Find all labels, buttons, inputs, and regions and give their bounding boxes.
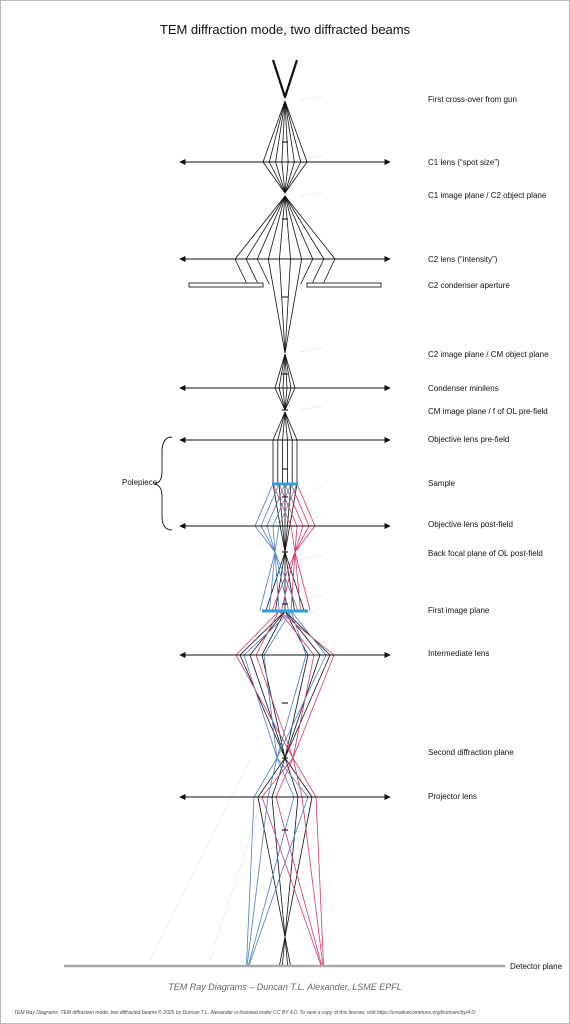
ray-illumination (284, 411, 298, 484)
label-objective-prefield: Objective lens pre-field (428, 435, 510, 444)
aperture-plate-left (188, 282, 264, 288)
ray-diffracted-2 (246, 757, 278, 966)
label-first-crossover: First cross-over from gun (428, 95, 517, 104)
label-intermediate-lens: Intermediate lens (428, 649, 490, 658)
ray-transmitted (261, 610, 286, 759)
ray-blocked-by-aperture (234, 195, 286, 285)
label-condenser-minilens: Condenser minilens (428, 384, 499, 393)
ray-illumination (284, 100, 289, 194)
label-first-image-plane: First image plane (428, 606, 490, 615)
ray-diffracted-1 (281, 483, 310, 612)
polepiece-label: Polepiece (122, 478, 158, 487)
guide-line (299, 347, 323, 353)
ray-illumination (284, 411, 288, 484)
optical-elements (64, 59, 505, 968)
ray-diffracted-1 (235, 610, 294, 759)
ray-diffracted-1 (275, 757, 322, 966)
label-projector-lens: Projector lens (428, 792, 477, 801)
ray-transmitted (284, 610, 331, 759)
polepiece-brace (153, 436, 173, 531)
ray-diffracted-2 (254, 483, 299, 612)
aperture-plate-right (306, 282, 382, 288)
ray-transmitted (239, 610, 286, 759)
gun-crossover-v (271, 59, 299, 99)
ray-diffracted-1 (271, 483, 316, 612)
ray-diffracted-2 (266, 483, 286, 612)
diagram-title: TEM diffraction mode, two diffracted bea… (159, 22, 411, 37)
beam-rays (234, 100, 336, 966)
ray-diffracted-2 (269, 483, 292, 612)
label-sample: Sample (428, 479, 456, 488)
guide-line (299, 405, 323, 411)
guide-line (297, 594, 323, 601)
ray-transmitted (278, 483, 295, 612)
ray-diffracted-2 (260, 483, 289, 612)
guide-line (297, 485, 323, 501)
label-cm-image-plane: CM image plane / f of OL pre-field (428, 407, 548, 416)
ray-diffracted-2 (248, 757, 295, 966)
label-c1-image-plane: C1 image plane / C2 object plane (428, 191, 547, 200)
guide-line (299, 191, 323, 197)
label-c2-aperture: C2 condenser aperture (428, 281, 510, 290)
guide-line (299, 155, 323, 161)
detector-plane-label: Detector plane (510, 962, 563, 971)
label-objective-postfield: Objective lens post-field (428, 520, 513, 529)
guide-line (149, 759, 251, 961)
guide-lines (149, 95, 323, 961)
ray-diffracted-1 (284, 483, 304, 612)
label-c1-lens: C1 lens (“spot size”) (428, 158, 500, 167)
guide-line (299, 95, 323, 101)
guide-line (209, 789, 266, 961)
license-notice: TEM Ray Diagrams: TEM diffraction mode, … (14, 1010, 476, 1016)
ray-blocked-by-aperture (284, 195, 336, 285)
label-c2-lens: C2 lens (“intensity”) (428, 255, 498, 264)
ray-illumination (282, 411, 286, 484)
ray-transmitted (275, 483, 292, 612)
ray-transmitted (265, 483, 298, 612)
guide-line (297, 554, 323, 561)
label-back-focal-plane: Back focal plane of OL post-field (428, 549, 543, 558)
ray-diffracted-1 (292, 757, 324, 966)
ray-diffracted-2 (259, 483, 298, 612)
credit-line: TEM Ray Diagrams – Duncan T.L. Alexander… (168, 982, 402, 992)
ray-illumination (272, 411, 286, 484)
ray-illumination (281, 100, 286, 194)
ray-transmitted (272, 483, 305, 612)
label-second-diffraction-plane: Second diffraction plane (428, 748, 514, 757)
label-c2-image-plane: C2 image plane / CM object plane (428, 350, 549, 359)
